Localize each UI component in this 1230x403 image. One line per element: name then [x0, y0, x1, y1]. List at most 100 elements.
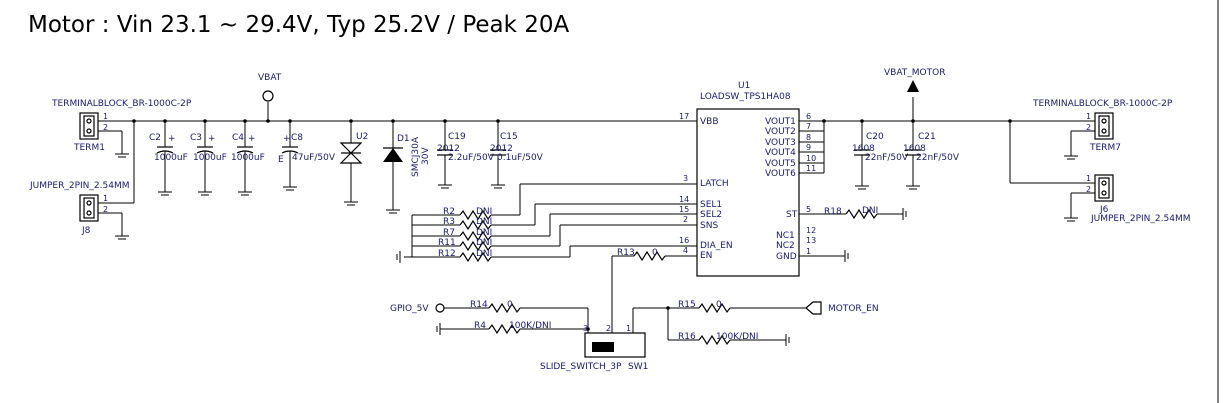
d1-ref: D1 [397, 134, 410, 144]
svg-text:SEL2: SEL2 [700, 210, 722, 220]
c20-value: 22nF/50V [865, 153, 909, 163]
vbat-net-label: VBAT [258, 73, 282, 83]
capacitor-c8: + C8 E 47uF/50V [278, 121, 336, 191]
svg-text:EN: EN [700, 251, 712, 261]
term1-ref: TERM1 [73, 143, 105, 153]
tvs-d1: D1 SMCJ30A 30V [383, 121, 431, 214]
d1-part: SMCJ30A [411, 136, 421, 177]
svg-text:13: 13 [806, 236, 816, 245]
capacitor-c19: C19 2012 2.2uF/50V [437, 121, 495, 189]
svg-text:VOUT5: VOUT5 [765, 159, 796, 169]
svg-text:11: 11 [806, 164, 816, 173]
term7-connector: TERMINALBLOCK_BR-1000C-2P 1 2 TERM7 [1032, 99, 1173, 160]
c3-value: 1000uF [193, 153, 227, 163]
svg-text:17: 17 [679, 112, 689, 121]
gpio-net-label: GPIO_5V [390, 304, 429, 314]
svg-text:VOUT2: VOUT2 [765, 127, 796, 137]
j6-type: JUMPER_2PIN_2.54MM [1090, 214, 1190, 224]
svg-text:1: 1 [103, 194, 108, 203]
svg-text:1: 1 [1086, 174, 1091, 183]
svg-text:GND: GND [776, 252, 797, 262]
svg-text:2: 2 [103, 205, 108, 214]
svg-text:2: 2 [1086, 123, 1091, 132]
svg-text:VBB: VBB [700, 117, 719, 127]
vbat-motor-net-label: VBAT_MOTOR [884, 68, 945, 78]
c21-value: 22nF/50V [916, 153, 960, 163]
c20-ref: C20 [866, 132, 884, 142]
resistor-bank: R2 DNI R3 DNI R7 DNI R11 [396, 183, 697, 263]
svg-text:4: 4 [683, 246, 688, 255]
c2-value: 1000uF [154, 153, 188, 163]
svg-text:R15: R15 [678, 300, 696, 310]
svg-text:R14: R14 [470, 300, 488, 310]
svg-text:3: 3 [583, 324, 588, 333]
c19-ref: C19 [448, 132, 466, 142]
j8-ref: J8 [81, 226, 91, 236]
svg-text:R18: R18 [824, 207, 842, 217]
d1-value: 30V [421, 147, 431, 165]
svg-text:DNI: DNI [476, 217, 492, 227]
svg-text:2: 2 [606, 324, 611, 333]
svg-text:R12: R12 [438, 249, 456, 259]
capacitor-c20: C20 1608 22nF/50V [852, 121, 909, 190]
j8-jumper: JUMPER_2PIN_2.54MM 1 2 J8 [29, 119, 136, 240]
svg-text:R11: R11 [438, 238, 456, 248]
resistor-r12: R12 DNI [412, 245, 697, 263]
svg-text:100K/DNI: 100K/DNI [716, 332, 758, 342]
c2-ref: C2 [149, 133, 161, 143]
resistor-r13: R13 0 [611, 248, 697, 333]
svg-text:DNI: DNI [476, 249, 492, 259]
c15-value: 0.1uF/50V [497, 153, 544, 163]
term1-connector: TERMINALBLOCK_BR-1000C-2P 1 2 TERM1 [51, 99, 192, 158]
svg-text:0: 0 [507, 300, 513, 310]
resistor-r2: R2 DNI [412, 183, 697, 221]
svg-text:NC2: NC2 [776, 241, 795, 251]
svg-text:10: 10 [806, 154, 816, 163]
term7-type: TERMINALBLOCK_BR-1000C-2P [1032, 99, 1173, 109]
svg-text:2: 2 [103, 123, 108, 132]
svg-text:SEL1: SEL1 [700, 200, 722, 210]
c19-pkg: 2012 [437, 144, 460, 154]
c21-pkg: 1608 [903, 144, 926, 154]
svg-text:+: + [248, 134, 256, 144]
svg-text:12: 12 [806, 226, 816, 235]
svg-text:SNS: SNS [700, 221, 718, 231]
svg-text:LATCH: LATCH [700, 179, 729, 189]
capacitor-c2: C2 + 1000uF [149, 121, 188, 196]
svg-text:1: 1 [626, 324, 631, 333]
c15-pkg: 2012 [490, 144, 513, 154]
c21-ref: C21 [918, 132, 936, 142]
svg-text:5: 5 [806, 205, 811, 214]
schematic-title: Motor : Vin 23.1 ~ 29.4V, Typ 25.2V / Pe… [28, 12, 570, 38]
vbat-motor-rail: VBAT_MOTOR [822, 68, 1082, 123]
term7-ref: TERM7 [1089, 143, 1121, 153]
u1-ref: U1 [738, 81, 750, 91]
svg-text:14: 14 [679, 195, 689, 204]
svg-text:0: 0 [716, 300, 722, 310]
svg-text:100K/DNI: 100K/DNI [509, 321, 551, 331]
svg-text:1: 1 [103, 112, 108, 121]
motor-enable-network: MOTOR_EN R15 0 R16 100K/DNI [633, 300, 879, 346]
svg-text:VOUT4: VOUT4 [765, 148, 796, 158]
resistor-r18: R18 DNI [824, 206, 907, 220]
resistor-r7: R7 DNI [412, 213, 697, 242]
svg-text:R2: R2 [443, 207, 455, 217]
svg-text:15: 15 [679, 205, 689, 214]
u1-part: LOADSW_TPS1HA08 [700, 92, 791, 102]
svg-text:NC1: NC1 [776, 231, 795, 241]
svg-text:7: 7 [806, 122, 811, 131]
svg-text:1: 1 [1086, 112, 1091, 121]
j6-ref: J6 [1099, 205, 1109, 215]
svg-text:+: + [283, 134, 291, 144]
j8-type: JUMPER_2PIN_2.54MM [29, 181, 129, 191]
svg-text:VOUT3: VOUT3 [765, 138, 796, 148]
capacitor-c15: C15 2012 0.1uF/50V [490, 121, 544, 189]
c20-pkg: 1608 [852, 144, 875, 154]
svg-text:DNI: DNI [862, 206, 878, 216]
svg-text:DNI: DNI [476, 207, 492, 217]
svg-text:R16: R16 [678, 332, 696, 342]
svg-text:6: 6 [806, 112, 811, 121]
svg-text:R3: R3 [443, 217, 455, 227]
c4-ref: C4 [232, 133, 244, 143]
